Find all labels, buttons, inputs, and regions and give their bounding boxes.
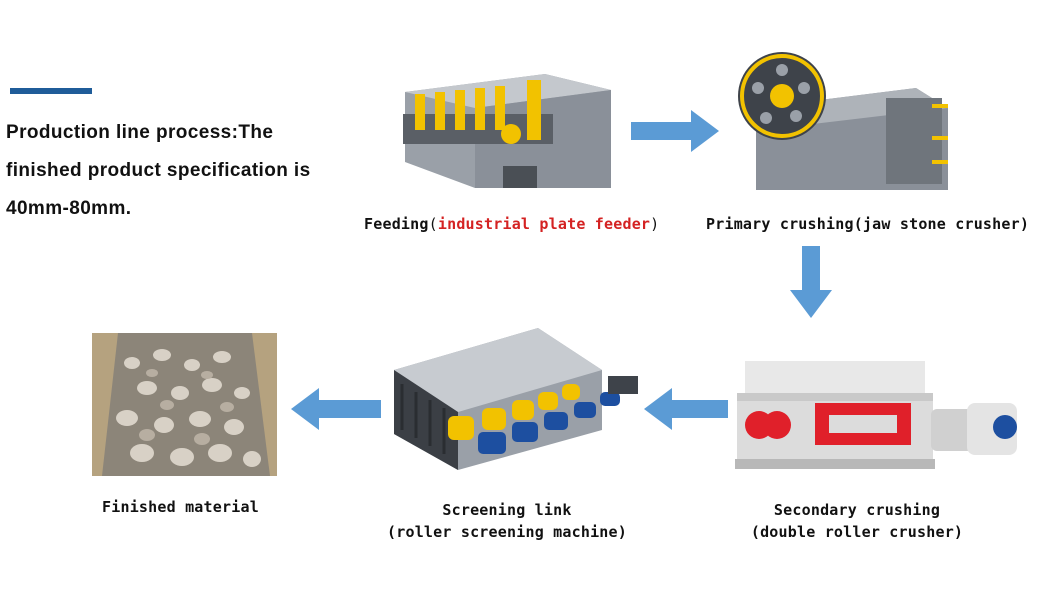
finished-material-image [92,333,277,476]
feeding-detail: industrial plate feeder [437,215,651,233]
arrow-down [790,246,832,318]
roller-screen-image [394,328,638,470]
finished-caption: Finished material [102,498,259,516]
screening-detail: (roller screening machine) [387,523,627,541]
plate-feeder-image [403,74,611,188]
primary-caption: Primary crushing(jaw stone crusher) [706,215,1029,233]
feeding-open-paren: ( [428,215,438,233]
arrow-left-screening [291,388,381,430]
accent-bar [10,88,92,94]
feeding-caption: Feeding(industrial plate feeder) [364,215,659,233]
primary-detail: (jaw stone crusher) [853,215,1030,233]
screening-caption: Screening link (roller screening machine… [384,499,630,543]
arrow-right [631,110,719,152]
feeding-label: Feeding [364,215,429,233]
secondary-label: Secondary crushing [773,501,941,519]
secondary-caption: Secondary crushing (double roller crushe… [748,499,966,543]
primary-label: Primary crushing [706,215,854,233]
screening-label: Screening link [442,501,572,519]
jaw-crusher-image [738,52,948,190]
arrow-left-secondary [644,388,728,430]
intro-text: Production line process:The finished pro… [6,122,311,219]
feeding-close-paren: ) [650,215,660,233]
secondary-detail: (double roller crusher) [750,523,964,541]
finished-label: Finished material [102,498,259,516]
double-roller-crusher-image [735,361,1017,469]
